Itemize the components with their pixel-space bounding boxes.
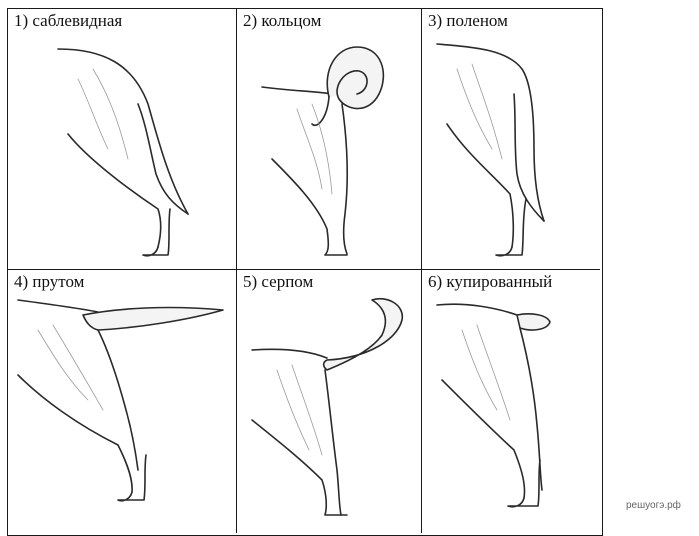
- tail-types-grid: 1) саблевидная 2) кольцом 3) поленом: [7, 8, 603, 536]
- panel-ring-tail: 2) кольцом: [237, 9, 422, 270]
- panel-label: 2) кольцом: [243, 11, 321, 31]
- panel-rod-tail: 4) прутом: [8, 270, 237, 533]
- panel-label: 3) поленом: [428, 11, 508, 31]
- ring-tail-drawing: [237, 9, 422, 270]
- panel-label: 5) серпом: [243, 272, 313, 292]
- panel-label: 4) прутом: [14, 272, 84, 292]
- docked-tail-drawing: [422, 270, 600, 533]
- sabre-tail-drawing: [8, 9, 237, 270]
- panel-sickle-tail: 5) серпом: [237, 270, 422, 533]
- panel-label: 6) купированный: [428, 272, 552, 292]
- panel-log-tail: 3) поленом: [422, 9, 600, 270]
- panel-sabre-tail: 1) саблевидная: [8, 9, 237, 270]
- watermark: решуогэ.рф: [626, 500, 681, 511]
- rod-tail-drawing: [8, 270, 237, 533]
- log-tail-drawing: [422, 9, 600, 270]
- panel-label: 1) саблевидная: [14, 11, 122, 31]
- panel-docked-tail: 6) купированный: [422, 270, 600, 533]
- sickle-tail-drawing: [237, 270, 422, 533]
